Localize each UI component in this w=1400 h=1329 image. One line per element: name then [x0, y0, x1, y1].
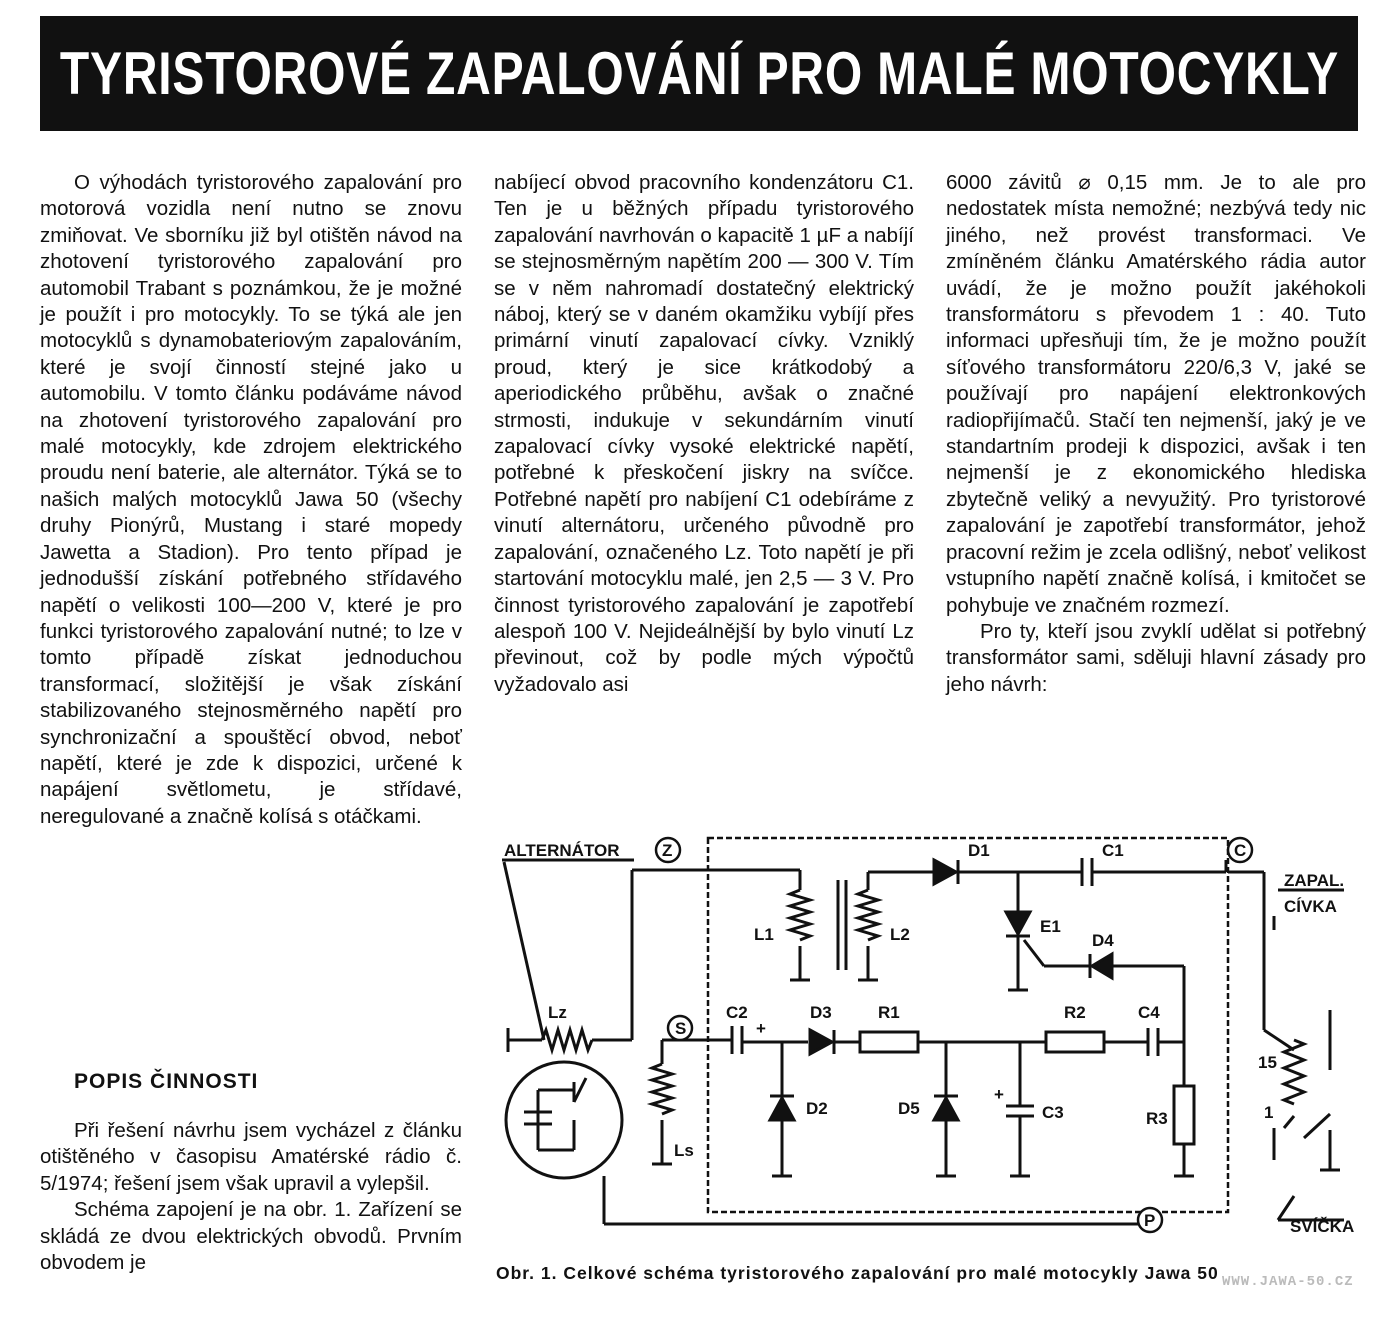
label-pin15: 15 — [1258, 1053, 1277, 1072]
paragraph-design: Při řešení návrhu jsem vycházel z článku… — [40, 1119, 462, 1195]
watermark: WWW.JAWA-50.CZ — [1222, 1274, 1354, 1290]
node-c: C — [1234, 841, 1246, 860]
label-alternator: ALTERNÁTOR — [504, 841, 620, 860]
paragraph-charging: nabíjecí obvod pracovního kondenzátoru C… — [494, 171, 914, 696]
label-lz: Lz — [548, 1003, 567, 1022]
label-zapal: ZAPAL. — [1284, 871, 1344, 890]
node-s: S — [675, 1019, 686, 1038]
label-d4: D4 — [1092, 931, 1114, 950]
label-l2: L2 — [890, 925, 910, 944]
article-title: TYRISTOROVÉ ZAPALOVÁNÍ PRO MALÉ MOTOCYKL… — [59, 40, 1339, 107]
paragraph-schema: Schéma zapojení je na obr. 1. Zařízení s… — [40, 1198, 462, 1275]
paragraph-design-rules: Pro ty, kteří jsou zvyklí udělat si potř… — [946, 619, 1366, 696]
label-r1: R1 — [878, 1003, 900, 1022]
label-c2: C2 — [726, 1003, 748, 1022]
label-c1: C1 — [1102, 841, 1124, 860]
node-z: Z — [662, 841, 672, 860]
label-d5: D5 — [898, 1099, 920, 1118]
label-civka: CÍVKA — [1284, 897, 1337, 916]
label-l1: L1 — [754, 925, 774, 944]
title-banner: TYRISTOROVÉ ZAPALOVÁNÍ PRO MALÉ MOTOCYKL… — [40, 16, 1358, 131]
label-d2: D2 — [806, 1099, 828, 1118]
label-d1: D1 — [968, 841, 990, 860]
label-pin1: 1 — [1264, 1103, 1273, 1122]
label-c4: C4 — [1138, 1003, 1160, 1022]
label-ls: Ls — [674, 1141, 694, 1160]
column-2: nabíjecí obvod pracovního kondenzátoru C… — [494, 170, 914, 698]
label-r2: R2 — [1064, 1003, 1086, 1022]
column-1-lower: Při řešení návrhu jsem vycházel z článku… — [40, 1118, 462, 1276]
label-d3: D3 — [810, 1003, 832, 1022]
label-c2-plus: + — [756, 1019, 766, 1038]
figure-caption: Obr. 1. Celkové schéma tyristorového zap… — [496, 1263, 1219, 1283]
label-c3: C3 — [1042, 1103, 1064, 1122]
column-1: O výhodách tyristorového zapalování pro … — [40, 170, 462, 830]
label-e1: E1 — [1040, 917, 1061, 936]
section-heading: POPIS ČINNOSTI — [74, 1070, 259, 1093]
paragraph-intro: O výhodách tyristorového zapalování pro … — [40, 171, 462, 828]
column-3: 6000 závitů ⌀ 0,15 mm. Je to ale pro ned… — [946, 170, 1366, 698]
circuit-schematic: ALTERNÁTOR Z C S P ZAPAL. CÍVKA SVÍČKA L… — [502, 836, 1354, 1236]
paragraph-transformer: 6000 závitů ⌀ 0,15 mm. Je to ale pro ned… — [946, 171, 1366, 617]
node-p: P — [1144, 1211, 1155, 1230]
label-svicka: SVÍČKA — [1290, 1217, 1354, 1236]
label-r3: R3 — [1146, 1109, 1168, 1128]
label-c3-plus: + — [994, 1085, 1004, 1104]
